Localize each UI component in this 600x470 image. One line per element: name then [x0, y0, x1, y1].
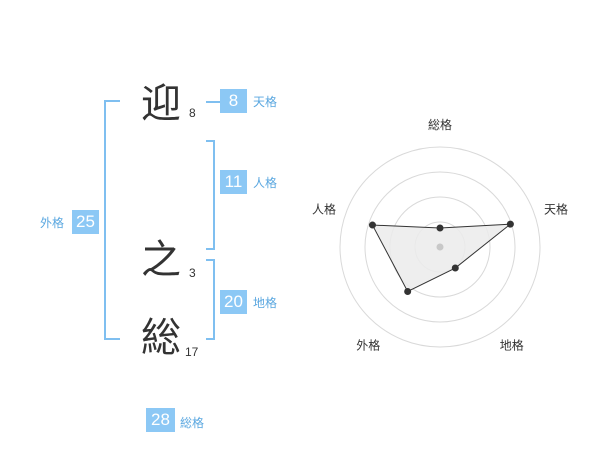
soukaku-label: 総格 — [180, 416, 205, 430]
radar-ring — [339, 146, 541, 348]
radar-point-2 — [506, 220, 514, 228]
gaikaku-bracket-top — [104, 100, 120, 102]
gaikaku-bracket-bottom — [104, 338, 120, 340]
radar-axis-label: 人格 — [312, 201, 336, 216]
radar-ring — [364, 171, 516, 323]
name-char-1: 迎 — [141, 81, 181, 127]
gaikaku-badge: 25 — [72, 210, 99, 234]
jinkaku-bracket-bottom — [206, 248, 214, 250]
chikaku-bracket-vertical — [213, 259, 215, 340]
radar-point-3 — [451, 264, 459, 272]
radar-center-dot — [436, 243, 444, 251]
radar-point-5 — [368, 221, 376, 229]
radar-axis-label: 外格 — [356, 338, 380, 353]
name-char-3: 総 — [141, 315, 181, 361]
radar-axis-label: 総格 — [428, 117, 452, 132]
gaikaku-bracket-vertical — [104, 100, 106, 340]
radar-point-1 — [436, 224, 444, 232]
radar-series-area — [371, 223, 512, 293]
chikaku-badge: 20 — [220, 290, 247, 314]
gaikaku-label: 外格 — [40, 216, 65, 230]
stroke-count-3: 17 — [185, 345, 199, 359]
chikaku-bracket-top — [206, 259, 214, 261]
jinkaku-bracket-top — [206, 140, 214, 142]
radar-axis-label: 天格 — [544, 201, 568, 216]
stroke-count-2: 3 — [189, 266, 196, 280]
radar-point-4 — [404, 287, 412, 295]
tenkaku-badge: 8 — [220, 89, 247, 113]
soukaku-badge: 28 — [146, 408, 175, 432]
radar-axis-label: 地格 — [500, 338, 524, 353]
stroke-count-1: 8 — [189, 106, 196, 120]
chikaku-label: 地格 — [253, 296, 278, 310]
tenkaku-label: 天格 — [253, 95, 278, 109]
name-char-2: 之 — [141, 237, 181, 283]
tenkaku-connector — [206, 101, 220, 103]
jinkaku-bracket-vertical — [213, 140, 215, 250]
jinkaku-badge: 11 — [220, 170, 247, 194]
jinkaku-label: 人格 — [253, 176, 278, 190]
chikaku-bracket-bottom — [206, 338, 214, 340]
